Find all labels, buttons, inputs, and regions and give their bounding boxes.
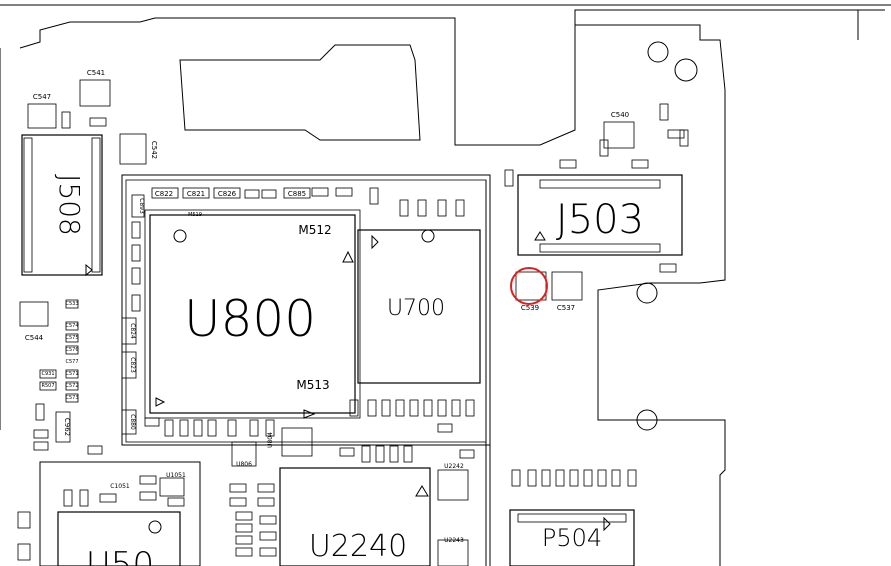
c821-label: C821 <box>187 190 205 198</box>
u1051-label: U1051 <box>166 472 186 479</box>
c573-label: C573 <box>65 395 78 401</box>
c575-label: C575 <box>65 335 78 341</box>
j508-connector: J508 <box>21 134 103 276</box>
c577-label: C577 <box>65 359 78 365</box>
u50-component: U50 <box>39 461 201 566</box>
c893-label: C893 <box>138 198 145 214</box>
u2240-label: U2240 <box>309 529 407 564</box>
c823-label: C823 <box>129 357 136 373</box>
c880-label: C880 <box>129 414 136 430</box>
u800-component: U800 M512 M513 M519 <box>144 209 361 419</box>
p504-connector: P504 <box>509 509 635 566</box>
u700-label: U700 <box>387 296 445 321</box>
u700-component: U700 <box>357 229 481 384</box>
c544-label: C544 <box>25 334 44 342</box>
board-outline-top <box>19 9 885 146</box>
j508-label: J508 <box>53 174 86 236</box>
c541-label: C541 <box>87 69 105 77</box>
u2240-component: U2240 <box>279 467 431 566</box>
j503-label: J503 <box>556 197 644 243</box>
c885-label: C885 <box>288 190 306 198</box>
u50-label: U50 <box>86 545 154 566</box>
c574-label: C574 <box>65 323 78 329</box>
m512-label: M512 <box>298 223 331 237</box>
p504-label: P504 <box>542 524 602 552</box>
c1051-label: C1051 <box>110 483 130 490</box>
c824-label: C824 <box>129 323 136 339</box>
c539-label: C539 <box>521 304 539 312</box>
pin-markers <box>85 231 611 532</box>
c542-label: C542 <box>150 141 158 159</box>
c533-label: C533 <box>65 301 78 307</box>
u806-label: U806 <box>236 461 252 468</box>
c571-label: C571 <box>65 371 78 377</box>
c822-label: C822 <box>155 190 173 198</box>
c576-label: C576 <box>65 347 78 353</box>
m519-label: M519 <box>188 212 202 218</box>
c547-label: C547 <box>33 93 51 101</box>
u800-label: U800 <box>184 290 316 348</box>
c826-label: C826 <box>218 190 237 198</box>
c962-label: C962 <box>63 418 71 436</box>
c537-label: C537 <box>557 304 575 312</box>
c540-label: C540 <box>611 111 629 119</box>
highlight-circle <box>510 267 548 305</box>
small-pads <box>17 103 689 561</box>
board-outline-right <box>574 10 726 566</box>
c931-label: C931 <box>41 371 54 377</box>
c572-label: C572 <box>65 383 78 389</box>
r507-label: R507 <box>41 383 54 389</box>
m513-label: M513 <box>296 378 329 392</box>
u804-label: U804 <box>267 432 274 448</box>
u2242-label: U2242 <box>444 463 464 470</box>
u2243-label: U2243 <box>444 537 464 544</box>
j503-connector: J503 <box>517 174 683 256</box>
